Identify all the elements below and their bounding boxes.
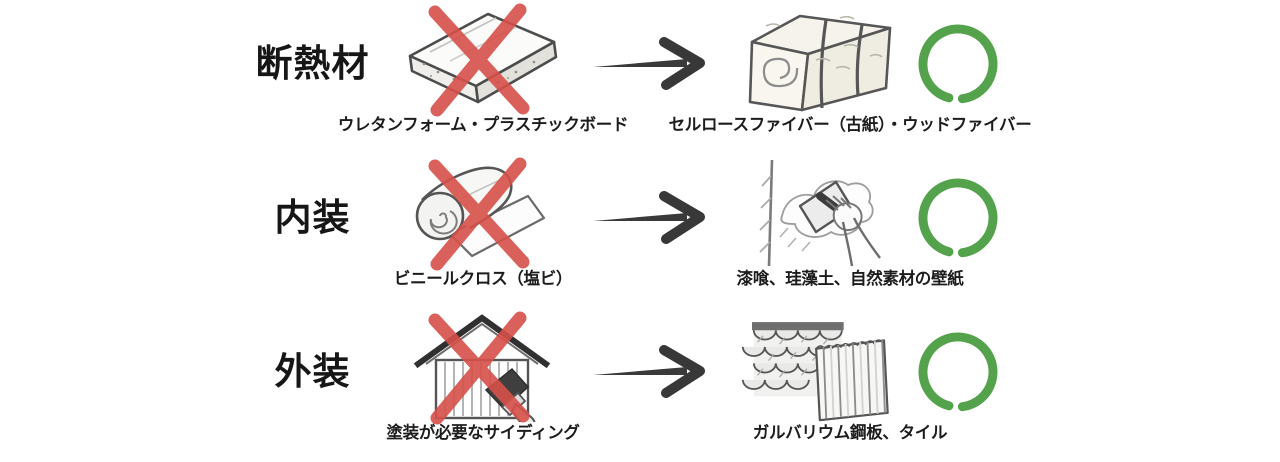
bad-material-figure xyxy=(398,157,563,271)
bad-material-figure xyxy=(398,3,563,117)
row-insulation: 断熱材 ウレタンフォーム・プラスチックボード xyxy=(0,0,1280,154)
red-cross-icon xyxy=(428,157,530,271)
red-cross-icon xyxy=(428,311,530,425)
green-circle-icon xyxy=(918,24,998,104)
good-material-label: セルロースファイバー（古紙）・ウッドファイバー xyxy=(668,116,1032,134)
good-material-label: 漆喰、珪藻土、自然素材の壁紙 xyxy=(736,270,964,288)
red-cross-icon xyxy=(428,3,530,117)
fiber-bale-sketch-icon xyxy=(748,14,892,112)
bad-material-label: 塗装が必要なサイディング xyxy=(386,424,580,442)
bad-material-figure xyxy=(398,311,563,425)
green-circle-icon xyxy=(918,332,998,412)
category-label-interior: 内装 xyxy=(274,197,351,238)
good-material-figure xyxy=(718,4,918,114)
right-arrow-icon xyxy=(593,191,705,244)
row-exterior: 外装 xyxy=(0,308,1280,462)
right-arrow-icon xyxy=(593,345,705,398)
green-circle-icon xyxy=(918,178,998,258)
row-interior: 内装 ビニールクロス（塩ビ） xyxy=(0,154,1280,308)
good-material-figure xyxy=(718,312,918,422)
good-material-label: ガルバリウム鋼板、タイル xyxy=(752,424,948,442)
good-material-figure xyxy=(718,158,918,268)
category-label-insulation: 断熱材 xyxy=(255,43,370,84)
right-arrow-icon xyxy=(593,37,705,90)
plastering-hand-sketch-icon xyxy=(759,159,881,267)
metal-roof-and-tile-sketch-icon xyxy=(741,322,889,422)
category-label-exterior: 外装 xyxy=(274,351,351,392)
bad-material-label: ビニールクロス（塩ビ） xyxy=(393,270,573,288)
bad-material-label: ウレタンフォーム・プラスチックボード xyxy=(337,116,629,134)
